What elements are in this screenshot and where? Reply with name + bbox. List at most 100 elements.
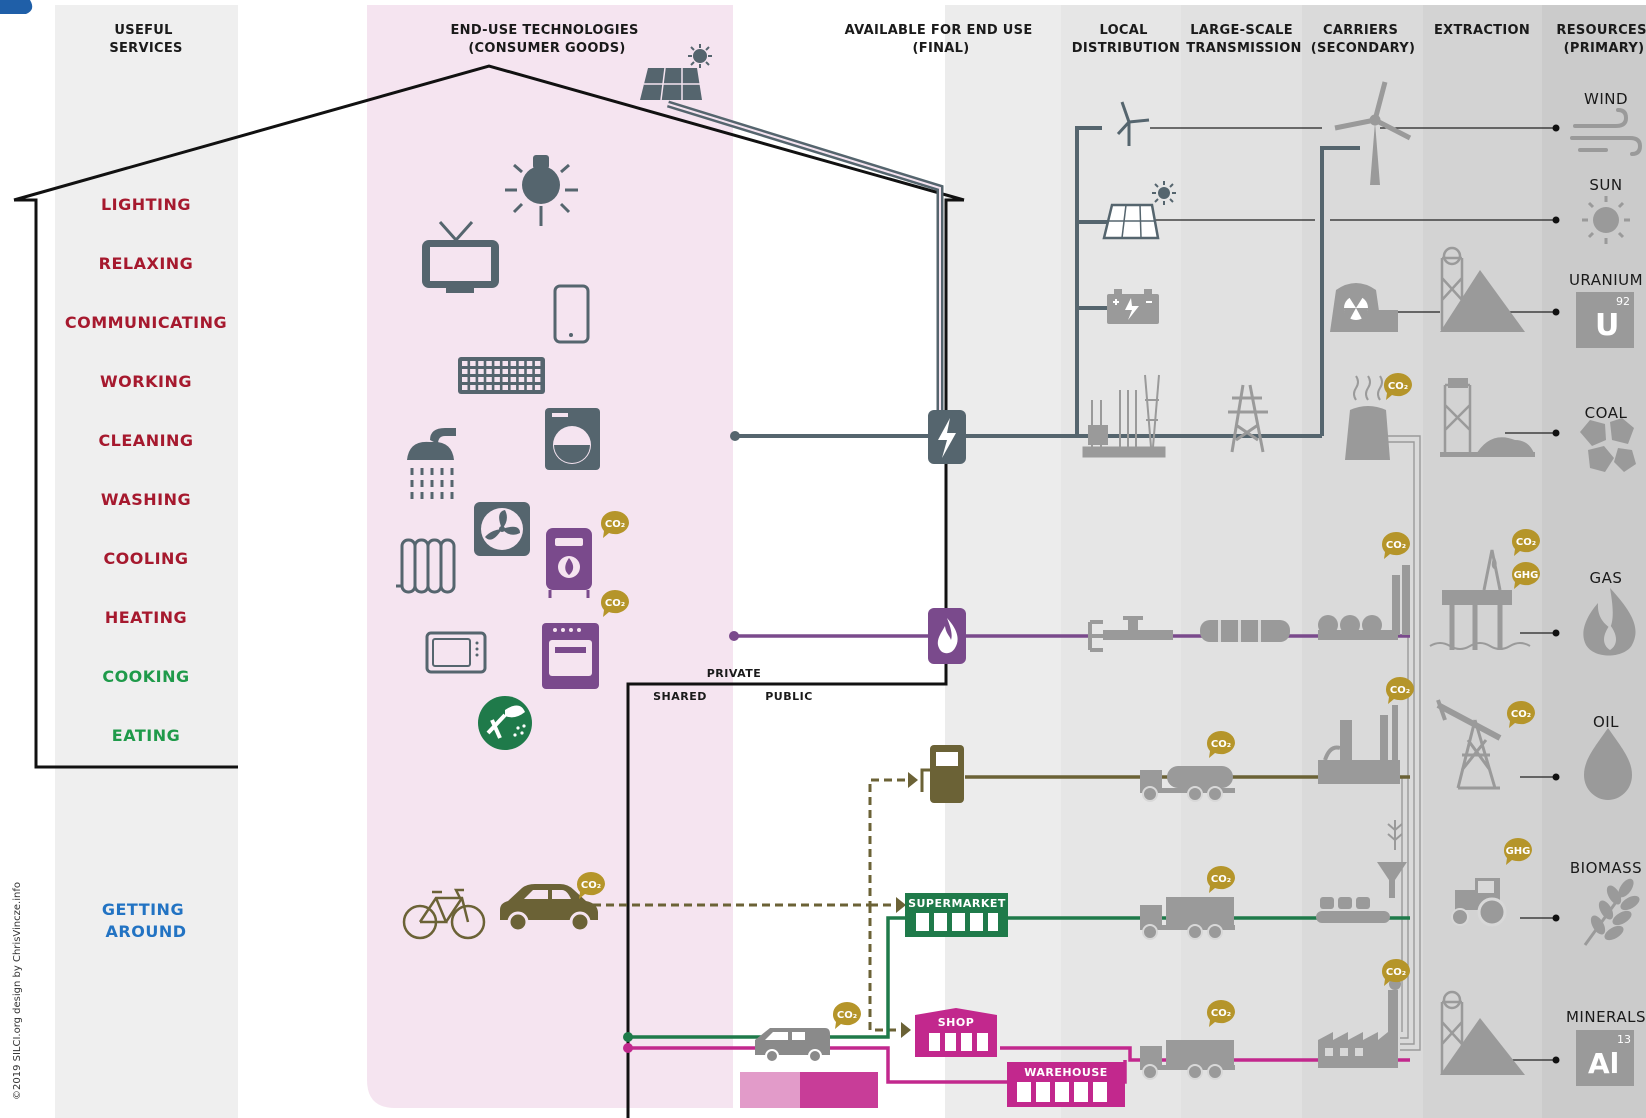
co2-badge-label: CO₂ xyxy=(1211,739,1231,750)
resource-sun: SUN xyxy=(1589,176,1622,194)
service-eating: EATING xyxy=(112,726,180,745)
co2-badge: CO₂ xyxy=(1381,532,1410,559)
coal-lumps-icon xyxy=(1580,418,1636,472)
gas-valve-icon xyxy=(1088,616,1173,652)
delivery-van-icon xyxy=(755,1028,830,1063)
co2-badge-label: CO₂ xyxy=(1388,381,1408,392)
service-washing: WASHING xyxy=(101,490,191,509)
gas-endpoint xyxy=(729,631,739,641)
shower-icon xyxy=(407,428,456,499)
aluminium-element-icon: Al 13 xyxy=(1576,1030,1634,1086)
resource-oil: OIL xyxy=(1593,713,1619,731)
public-goods-fade xyxy=(740,1072,800,1108)
warehouse-label: WAREHOUSE xyxy=(1024,1066,1108,1079)
co2-badge-label: CO₂ xyxy=(837,1010,857,1021)
service-cleaning: CLEANING xyxy=(98,431,193,450)
co2-badge: CO₂ xyxy=(576,872,605,899)
co2-badge-label: CO₂ xyxy=(1211,1008,1231,1019)
wind-icon xyxy=(1570,108,1643,156)
electricity-hub-icon xyxy=(928,410,966,464)
resource-biomass: BIOMASS xyxy=(1570,859,1642,877)
goods-truck-icon xyxy=(1140,1040,1235,1080)
solar-feed-inner xyxy=(667,103,941,414)
refuel-arrow xyxy=(908,772,918,788)
zone-private: PRIVATE xyxy=(707,667,762,680)
service-cooling: COOLING xyxy=(103,549,188,568)
local-solar-panel-icon xyxy=(1102,181,1176,240)
header-available: AVAILABLE FOR END USE (FINAL) xyxy=(845,23,1038,56)
resource-minerals: MINERALS xyxy=(1566,1008,1646,1026)
header-carriers: CARRIERS (SECONDARY) xyxy=(1311,23,1415,56)
zone-public: PUBLIC xyxy=(765,690,813,703)
resource-gas: GAS xyxy=(1590,569,1623,587)
resource-coal: COAL xyxy=(1585,404,1628,422)
co2-badge-label: CO₂ xyxy=(1386,540,1406,551)
coal-power-plant-icon xyxy=(1345,375,1390,460)
resource-uranium: URANIUM xyxy=(1569,271,1643,289)
header-large-scale: LARGE-SCALE TRANSMISSION xyxy=(1186,23,1301,56)
co2-badge: CO₂ xyxy=(1385,677,1414,704)
radiator-icon xyxy=(396,538,456,594)
co2-badge: CO₂ xyxy=(1383,373,1412,400)
useful-services-column xyxy=(55,5,238,1118)
co2-badge: CO₂ xyxy=(1381,959,1410,986)
service-lighting: LIGHTING xyxy=(101,195,191,214)
co2-badge-label: CO₂ xyxy=(1386,967,1406,978)
co2-badge-label: CO₂ xyxy=(1516,537,1536,548)
large-wind-turbine-icon xyxy=(1334,81,1412,185)
aluminium-symbol: Al xyxy=(1588,1047,1619,1080)
co2-badge-label: CO₂ xyxy=(605,598,625,609)
oil-tanker-truck-icon xyxy=(1140,766,1235,802)
co2-badge: CO₂ xyxy=(1506,701,1535,728)
goods-endpoint xyxy=(623,1043,633,1053)
smartphone-icon xyxy=(553,284,590,344)
fuel-pump-icon xyxy=(920,745,964,803)
rooftop-sun-icon xyxy=(688,44,712,68)
supermarket-label: SUPERMARKET xyxy=(908,897,1006,910)
carrier-gray-pipes xyxy=(1370,435,1421,1051)
oil-pumpjack-icon xyxy=(1436,699,1502,790)
supermarket-arrow xyxy=(896,897,906,913)
food-processing-icon xyxy=(1316,820,1407,923)
car-icon xyxy=(500,884,598,933)
gas-flame-icon xyxy=(1583,588,1636,656)
services-list: LIGHTINGRELAXINGCOMMUNICATINGWORKINGCLEA… xyxy=(65,195,227,745)
car-refuel-path xyxy=(580,778,915,907)
header-local: LOCAL DISTRIBUTION xyxy=(1072,23,1180,56)
tractor-icon xyxy=(1451,878,1507,927)
header-useful-services: USEFUL SERVICES xyxy=(109,23,182,56)
aluminium-number: 13 xyxy=(1617,1033,1631,1046)
coal-mine-icon xyxy=(1440,378,1535,457)
co2-badge-label: CO₂ xyxy=(605,519,625,530)
shop-arrow xyxy=(901,1022,911,1038)
service-relaxing: RELAXING xyxy=(99,254,194,273)
co2-badge: CO₂ xyxy=(600,511,629,538)
uranium-number: 92 xyxy=(1616,295,1630,308)
co2-badge: CO₂ xyxy=(1511,529,1540,556)
credit-text: ©2019 SILCI.org design by ChrisVincze.in… xyxy=(12,882,23,1100)
uranium-element-icon: U 92 xyxy=(1576,292,1634,348)
co2-badge: CO₂ xyxy=(1206,866,1235,893)
shop-label: SHOP xyxy=(938,1016,975,1029)
shop-icon: SHOP xyxy=(915,1008,997,1057)
available-column-bg xyxy=(945,5,1061,1118)
nuclear-plant-icon xyxy=(1330,283,1398,332)
rooftop-solar-panel-icon xyxy=(640,67,702,101)
microwave-icon xyxy=(425,631,487,674)
food-truck-icon xyxy=(1140,897,1235,940)
warehouse-icon: WAREHOUSE xyxy=(1007,1062,1125,1107)
getting-around-label: GETTING AROUND xyxy=(102,900,190,941)
small-wind-turbine-icon xyxy=(1116,101,1150,146)
gas-processing-plant-icon xyxy=(1318,565,1410,640)
header-end-use: END-USE TECHNOLOGIES (CONSUMER GOODS) xyxy=(450,23,643,56)
ghg-badge: GHG xyxy=(1503,838,1532,865)
gas-pipeline-icon xyxy=(1200,620,1290,642)
large-scale-column xyxy=(1181,5,1302,1118)
co2-badge: CO₂ xyxy=(1206,1000,1235,1027)
logo-fragment xyxy=(0,0,33,14)
co2-badge-label: CO₂ xyxy=(1390,685,1410,696)
oil-drop-icon xyxy=(1584,728,1632,800)
ghg-badge-label: GHG xyxy=(1514,570,1539,581)
